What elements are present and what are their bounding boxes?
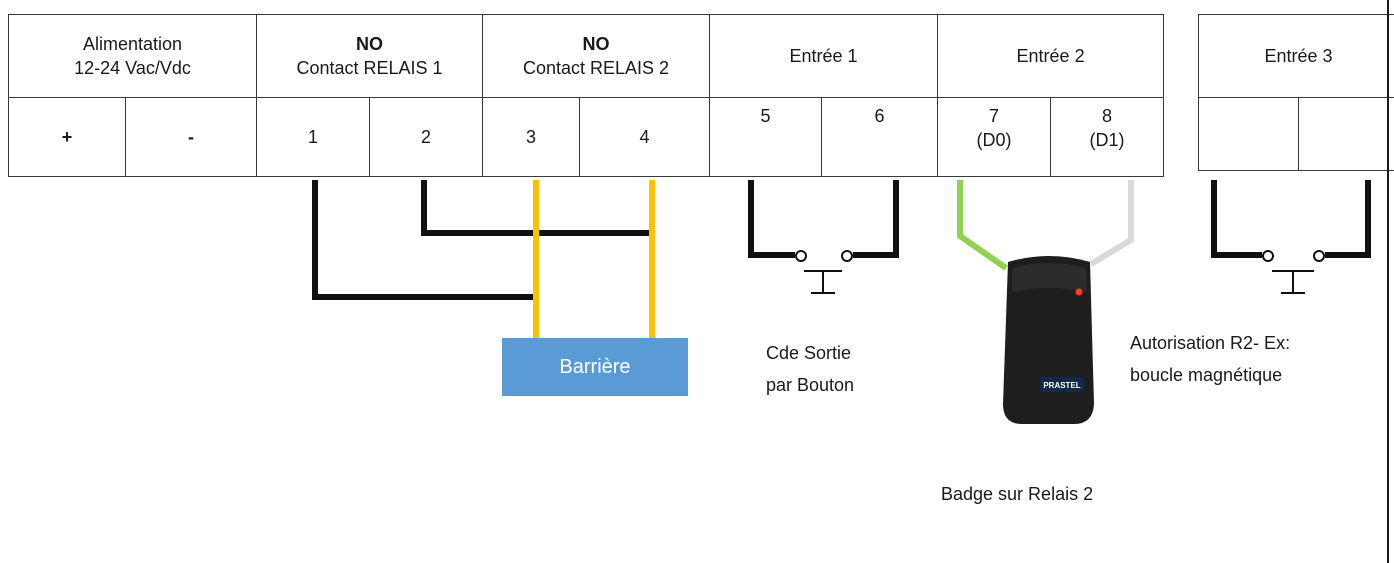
page-border-right	[1387, 0, 1389, 563]
header-relais-2: NO Contact RELAIS 2	[482, 14, 711, 98]
pin-6: 6	[821, 97, 939, 177]
terminal-table: Alimentation 12-24 Vac/Vdc NO Contact RE…	[8, 14, 1165, 177]
pin-7: 7 (D0)	[937, 97, 1052, 177]
wire-pin2-to-barrier	[421, 180, 652, 236]
badge-reader-icon: PRASTEL	[1003, 256, 1094, 424]
pin-minus: -	[125, 97, 257, 177]
badge-caption: Badge sur Relais 2	[941, 484, 1094, 504]
exit-command-label: Cde Sortie par Bouton	[766, 343, 855, 395]
header-entree-1: Entrée 1	[709, 14, 939, 98]
header-alimentation: Alimentation 12-24 Vac/Vdc	[8, 14, 257, 98]
authorization-label: Autorisation R2- Ex: boucle magnétique	[1130, 333, 1291, 385]
header-entree-2: Entrée 2	[937, 14, 1165, 98]
wire-pin1-to-barrier	[312, 180, 537, 300]
barrier-box: Barrière	[502, 338, 688, 396]
push-button-entree-1	[748, 180, 899, 294]
pin-plus: +	[8, 97, 126, 177]
pin-4: 4	[579, 97, 711, 177]
pin-2: 2	[368, 97, 484, 177]
pin-8: 8 (D1)	[1050, 97, 1165, 177]
header-entree-3: Entrée 3	[1197, 14, 1394, 98]
wire-d0-green	[957, 180, 1008, 271]
pin-5: 5	[709, 97, 823, 177]
pin-entree-3-b	[1297, 97, 1394, 171]
wire-d1-grey	[1089, 180, 1134, 267]
reader-brand-label: PRASTEL	[1043, 381, 1080, 390]
push-button-entree-3	[1211, 180, 1371, 294]
pin-3: 3	[482, 97, 581, 177]
pin-entree-3-a	[1198, 97, 1299, 171]
header-relais-1: NO Contact RELAIS 1	[255, 14, 484, 98]
terminal-table-entree-3: Entrée 3	[1197, 14, 1394, 171]
